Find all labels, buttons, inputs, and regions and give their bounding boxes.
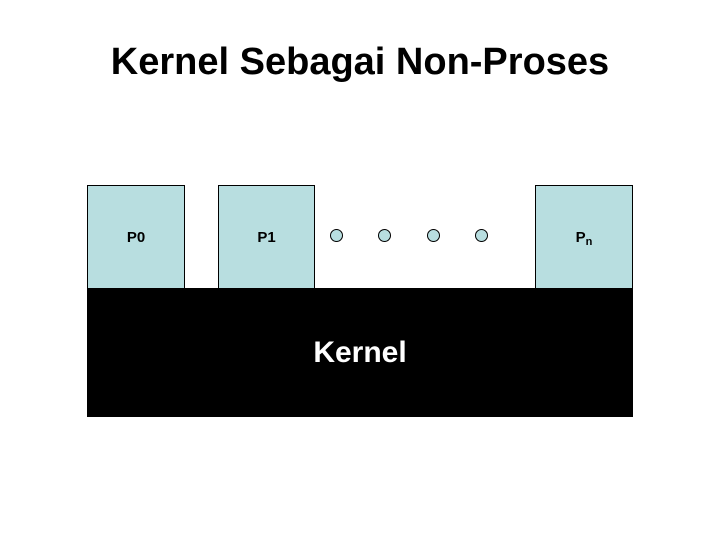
ellipsis-dot <box>426 229 440 242</box>
process-box-label: P0 <box>126 228 146 246</box>
process-box-p0: P0 <box>87 185 185 289</box>
process-box-label: P1 <box>257 228 276 246</box>
process-box-label: P <box>575 228 586 246</box>
kernel-block: Kernel <box>87 288 633 417</box>
ellipsis-dot <box>378 229 392 242</box>
process-box-subscript: n <box>585 236 593 248</box>
process-box-p1: P1 <box>218 185 315 289</box>
kernel-label: Kernel <box>313 335 407 369</box>
ellipsis-dots <box>330 228 488 243</box>
slide-title: Kernel Sebagai Non-Proses <box>110 41 610 83</box>
ellipsis-dot <box>474 229 488 242</box>
ellipsis-dot <box>330 229 343 242</box>
